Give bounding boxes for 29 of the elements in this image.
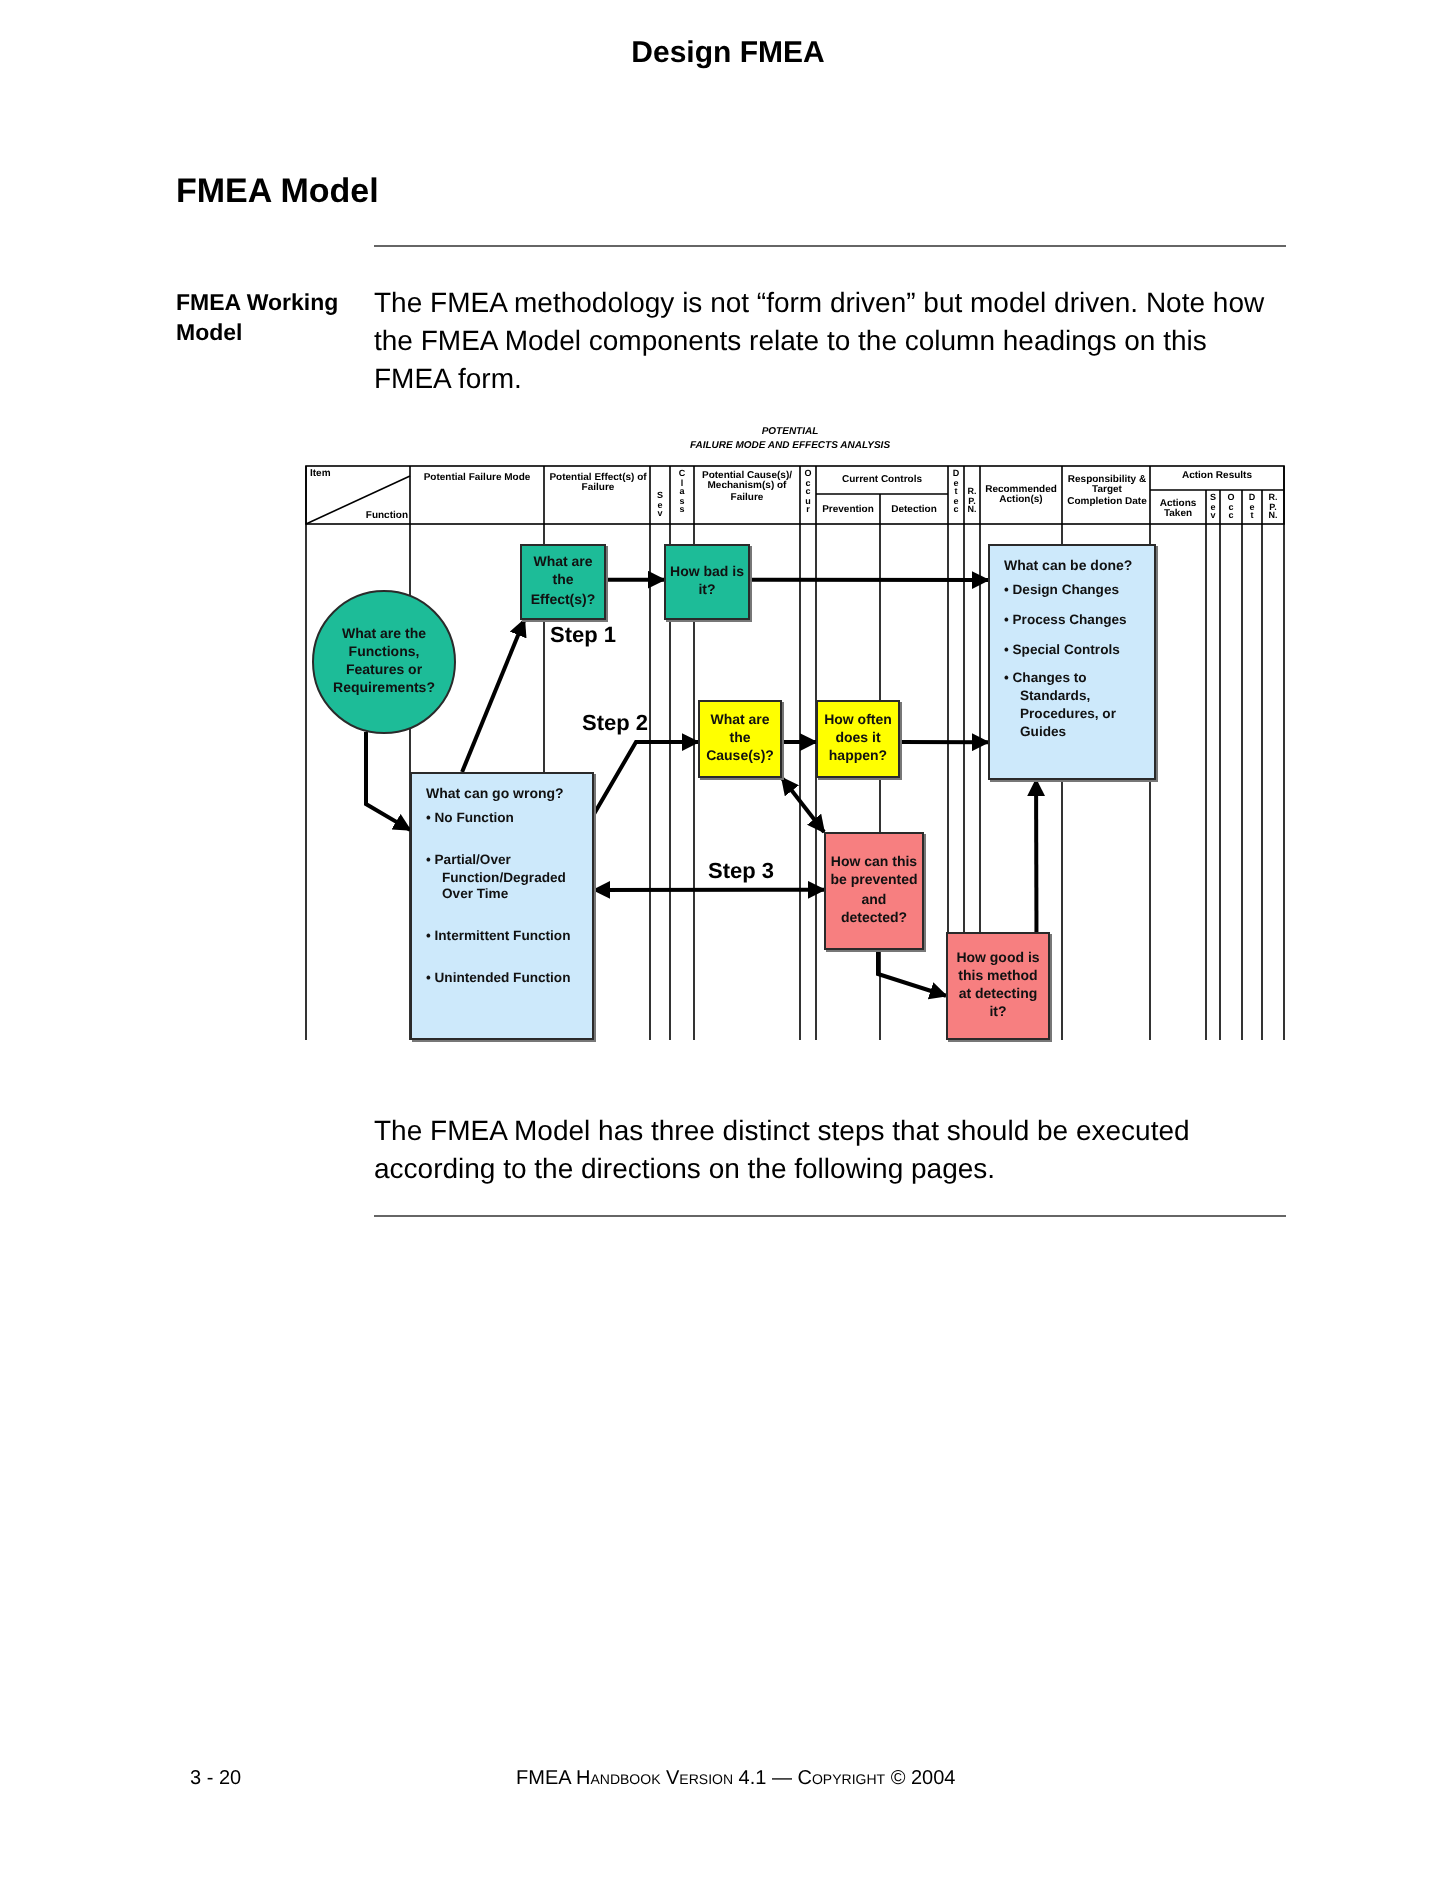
page-title: Design FMEA (629, 36, 827, 70)
question-box (410, 772, 594, 1040)
side-heading: FMEA Working Model (176, 290, 341, 350)
question-box (988, 544, 1156, 780)
double-arrow (780, 776, 826, 834)
arrow (1027, 778, 1046, 932)
step-label: Step 3 (708, 860, 775, 884)
step-label: Step 1 (550, 624, 617, 648)
step-label: Step 2 (582, 712, 649, 736)
section-heading: FMEA Model (176, 172, 381, 212)
question-box (946, 932, 1050, 1040)
arrow (876, 950, 948, 1000)
arrow (750, 571, 990, 590)
page-number: 3 - 20 (190, 1768, 242, 1790)
paragraph: The FMEA Model has three distinct steps that should be executed according to the directions on the following pages. (374, 1112, 1192, 1188)
question-box (520, 544, 606, 620)
footer-text: FMEA Handbook Version 4.1 — Copyright © 2004 (516, 1768, 956, 1790)
arrow (460, 618, 527, 773)
question-box (824, 832, 924, 950)
arrow (782, 733, 818, 752)
arrow (364, 732, 412, 832)
arrow (606, 570, 666, 589)
arrow (592, 733, 700, 816)
question-box (816, 700, 900, 778)
question-box (698, 700, 782, 778)
paragraph: The FMEA methodology is not “form driven” but model driven. Note how the FMEA Model components relate to the column headings on this FMEA form. (374, 284, 1267, 398)
question-box (664, 544, 750, 620)
double-arrow (592, 880, 826, 899)
arrow (900, 733, 990, 752)
